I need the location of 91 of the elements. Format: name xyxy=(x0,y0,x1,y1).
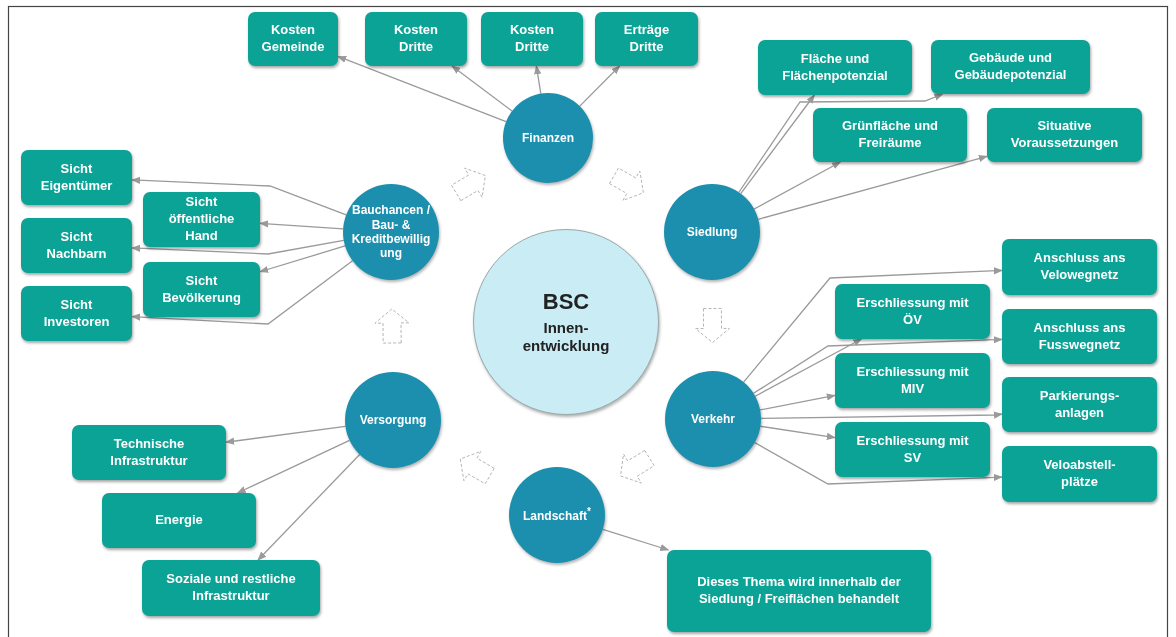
item-box xyxy=(1002,309,1157,364)
item-box xyxy=(143,262,260,317)
item-box xyxy=(1002,446,1157,502)
item-label: Situative Voraussetzungen xyxy=(1009,118,1120,152)
arrow xyxy=(236,439,351,494)
item-label: Sicht Eigentümer xyxy=(39,160,114,195)
item-box xyxy=(667,550,931,632)
item-label: Erschliessung mit MIV xyxy=(855,363,970,398)
topic-circle xyxy=(343,184,439,280)
arrow xyxy=(337,55,507,123)
arrow xyxy=(259,245,346,273)
item-label: Sicht Investoren xyxy=(42,296,111,331)
item-box xyxy=(758,40,912,95)
item-box xyxy=(248,12,338,66)
center-subtitle: Innen-entwicklung xyxy=(521,319,611,356)
arrow xyxy=(131,260,354,325)
arrow xyxy=(740,94,816,195)
arrow xyxy=(131,239,345,255)
block-arrow xyxy=(459,450,495,485)
arrow xyxy=(754,441,1003,485)
block-arrow xyxy=(620,449,655,484)
block-arrow xyxy=(374,308,410,344)
item-label: Sicht öffentliche Hand xyxy=(167,194,236,245)
arrow xyxy=(738,93,944,193)
item-box xyxy=(102,493,256,548)
arrow xyxy=(451,65,513,112)
item-box xyxy=(595,12,698,66)
item-label: Kosten Dritte xyxy=(392,22,440,56)
arrow xyxy=(760,411,1003,419)
item-label: Erträge Dritte xyxy=(622,22,671,56)
topic-label: Bauchancen / Bau- & Kreditbewilligung xyxy=(351,203,431,261)
arrow xyxy=(225,425,347,445)
item-label: Sicht Nachbarn xyxy=(45,228,108,263)
topic-circle xyxy=(503,93,593,183)
item-box xyxy=(813,108,967,162)
topic-label: Finanzen xyxy=(522,130,574,146)
item-label: Erschliessung mit SV xyxy=(855,432,970,467)
item-box xyxy=(835,422,990,477)
arrow xyxy=(752,336,1003,394)
arrow xyxy=(754,338,863,397)
item-box xyxy=(21,286,132,341)
item-label: Anschluss ans Fusswegnetz xyxy=(1032,319,1127,354)
item-box xyxy=(72,425,226,480)
item-box xyxy=(1002,377,1157,432)
topic-circle xyxy=(665,371,761,467)
center-title: BSC xyxy=(542,288,590,316)
arrow xyxy=(257,453,361,561)
block-arrow xyxy=(695,307,730,343)
item-label: Grünfläche und Freiräume xyxy=(840,118,940,152)
item-label: Soziale und restliche Infrastruktur xyxy=(165,571,297,605)
arrow xyxy=(259,220,344,230)
arrow xyxy=(534,65,542,95)
topic-circle xyxy=(664,184,760,280)
item-label: Erschliessung mit ÖV xyxy=(855,294,970,329)
arrow xyxy=(579,65,621,107)
item-label: Veloabstell-plätze xyxy=(1042,457,1117,491)
item-box xyxy=(1002,239,1157,295)
item-label: Kosten Dritte xyxy=(508,22,556,56)
topic-circle xyxy=(345,372,441,468)
item-label: Gebäude und Gebäudepotenzial xyxy=(953,50,1068,84)
item-label: Dieses Thema wird innerhalb der Siedlung / Freiflächen behandelt xyxy=(696,574,902,608)
item-box xyxy=(21,150,132,205)
item-label: Sicht Bevölkerung xyxy=(161,272,242,307)
topic-label: Versorgung xyxy=(359,412,427,428)
item-box xyxy=(21,218,132,273)
arrow xyxy=(757,155,988,220)
arrow xyxy=(602,528,670,551)
arrow xyxy=(759,425,836,440)
arrow xyxy=(743,267,1003,383)
item-label: Parkierungs-anlagen xyxy=(1038,387,1121,422)
block-arrow xyxy=(608,167,644,201)
item-box xyxy=(835,284,990,339)
item-box xyxy=(143,192,260,247)
item-box xyxy=(835,353,990,408)
topic-label: Landschaft$^{*}$ xyxy=(523,506,591,524)
item-label: Technische Infrastruktur xyxy=(109,435,189,470)
item-box xyxy=(987,108,1142,162)
topic-label: Verkehr xyxy=(690,411,735,427)
item-label: Fläche und Flächenpotenzial xyxy=(781,50,889,85)
arrow xyxy=(753,161,842,210)
item-label: Energie xyxy=(155,512,203,529)
item-box xyxy=(481,12,583,66)
item-box xyxy=(142,560,320,616)
item-label: Kosten Gemeinde xyxy=(260,22,326,56)
item-box xyxy=(931,40,1090,94)
arrow xyxy=(759,393,836,411)
item-label: Anschluss ans Velowegnetz xyxy=(1032,250,1127,284)
arrow xyxy=(131,176,347,216)
block-arrow xyxy=(451,167,486,202)
item-box xyxy=(365,12,467,66)
topic-label: Siedlung xyxy=(686,224,738,240)
